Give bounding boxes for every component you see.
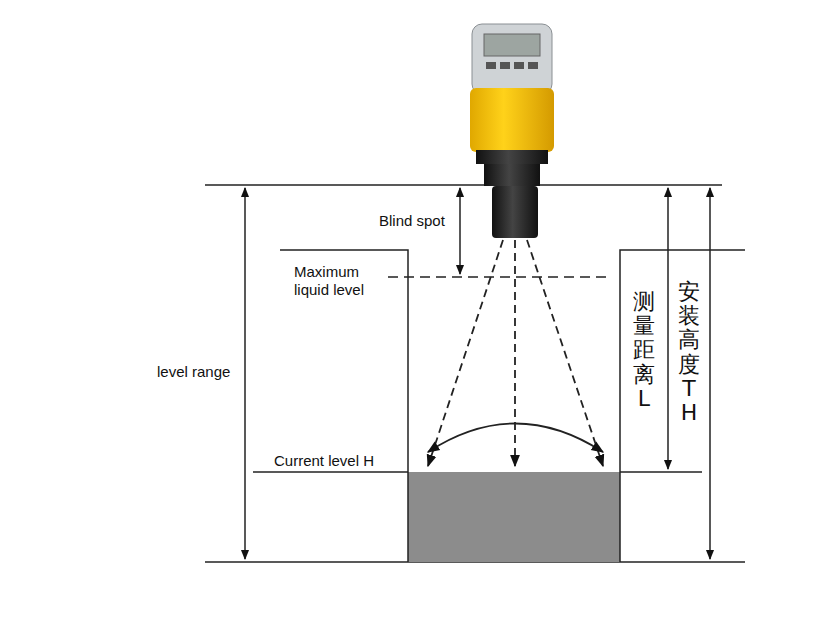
sensor-transducer <box>492 186 538 238</box>
sensor-flange <box>476 150 548 164</box>
distance-label: 测量距离 L <box>633 290 655 411</box>
sensor-button <box>514 62 524 69</box>
beam-arc <box>428 424 603 453</box>
liquid <box>408 472 620 562</box>
sensor-body <box>470 88 554 152</box>
blind-spot-label: Blind spot <box>377 212 447 230</box>
max-level-label: Maximum liquid level <box>292 263 384 299</box>
current-level-label: Current level H <box>272 452 376 470</box>
distance-arrow <box>667 188 669 469</box>
sensor-button <box>528 62 538 69</box>
level-range-arrow <box>244 188 246 559</box>
sound-beam <box>514 240 516 466</box>
tank-wall-left <box>280 250 408 562</box>
current-level-line <box>253 471 408 473</box>
level-range-label: level range <box>155 363 232 381</box>
height-label: 安装高度 TH <box>678 280 700 425</box>
sensor-button <box>486 62 496 69</box>
blind-spot-arrow <box>459 188 461 274</box>
current-level-line <box>620 471 702 473</box>
top-line <box>205 184 722 186</box>
sensor-cover <box>472 24 552 94</box>
sensor-button <box>500 62 510 69</box>
sensor-display <box>484 34 540 56</box>
tank-wall-right <box>620 250 745 562</box>
sensor-thread <box>484 164 540 186</box>
height-arrow <box>709 188 711 559</box>
